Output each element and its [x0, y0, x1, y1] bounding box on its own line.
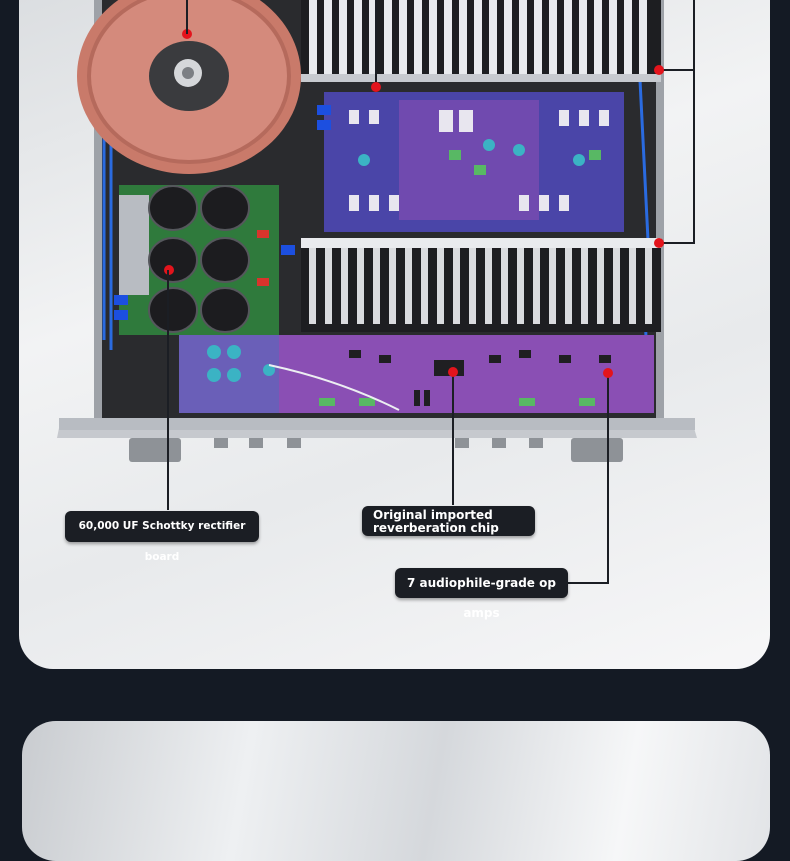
- reverb-chip-callout-label: Original imported reverberation chip: [362, 506, 535, 536]
- amplifier-internals-image: [57, 0, 697, 584]
- reverb-chip-label-line1: Original imported: [373, 508, 493, 522]
- product-photo-card: [19, 0, 770, 669]
- next-product-card: [22, 721, 770, 861]
- op-amps-callout-label: 7 audiophile-grade op amps: [395, 568, 568, 620]
- front-panel: [57, 418, 697, 462]
- rectifier-callout-label: 60,000 UF Schottky rectifier board: [65, 511, 259, 563]
- preamp-board: [179, 335, 654, 413]
- reverb-chip-label-line2: reverberation chip: [373, 521, 499, 535]
- heatsink-top: [301, 0, 661, 82]
- rectifier-board: [114, 185, 295, 335]
- transformer: [77, 0, 301, 174]
- power-amp-board: [317, 92, 624, 232]
- heatsink-bottom: [301, 238, 661, 332]
- callout-markers: [371, 65, 664, 378]
